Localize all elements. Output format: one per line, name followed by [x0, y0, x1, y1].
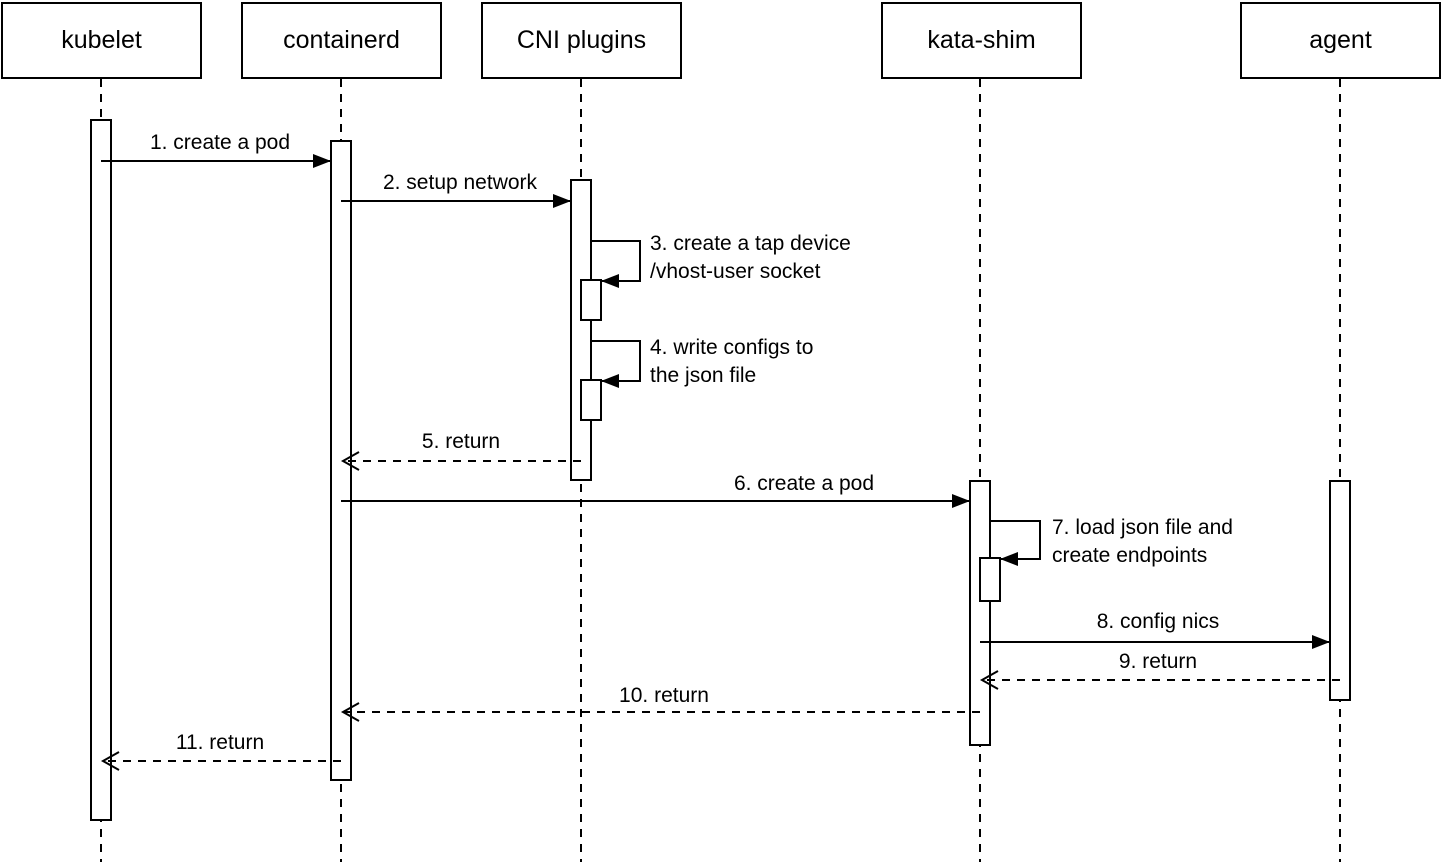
message-5-label: 5. return: [421, 430, 501, 453]
activation-cni-plugins-self-2: [580, 379, 602, 421]
message-7-label-line1: 7. load json file and: [1052, 516, 1233, 539]
participant-agent: agent: [1240, 2, 1441, 79]
message-11-label: 11. return: [175, 731, 265, 754]
activation-agent: [1329, 480, 1351, 701]
message-4-label: 4. write configs to the json file: [650, 334, 813, 390]
activation-kata-shim-self: [979, 557, 1001, 602]
participant-kata-shim: kata-shim: [881, 2, 1082, 79]
message-6-label: 6. create a pod: [733, 472, 875, 495]
activation-kata-shim: [969, 480, 991, 746]
message-10-label: 10. return: [619, 684, 709, 707]
message-7-self-arrow: [990, 520, 1041, 566]
participant-kubelet: kubelet: [1, 2, 202, 79]
message-2-label: 2. setup network: [382, 171, 538, 194]
message-4-label-line2: the json file: [650, 364, 757, 387]
message-4-label-line1: 4. write configs to: [650, 336, 814, 359]
message-3-label-line2: /vhost-user socket: [650, 260, 821, 283]
activation-cni-plugins: [570, 179, 592, 481]
message-4-self-arrow: [591, 340, 641, 388]
message-1-label: 1. create a pod: [149, 131, 291, 154]
participant-containerd: containerd: [241, 2, 442, 79]
message-7-label-line2: create endpoints: [1052, 544, 1208, 567]
message-3-label-line1: 3. create a tap device: [650, 232, 851, 255]
activation-kubelet: [90, 119, 112, 821]
activation-cni-plugins-self-1: [580, 279, 602, 321]
message-8-label: 8. config nics: [1096, 610, 1220, 633]
message-7-label: 7. load json file and create endpoints: [1052, 514, 1233, 570]
message-3-self-arrow: [591, 240, 641, 288]
message-9-label: 9. return: [1118, 650, 1198, 673]
participant-cni-plugins: CNI plugins: [481, 2, 682, 79]
message-3-label: 3. create a tap device /vhost-user socke…: [650, 230, 851, 286]
